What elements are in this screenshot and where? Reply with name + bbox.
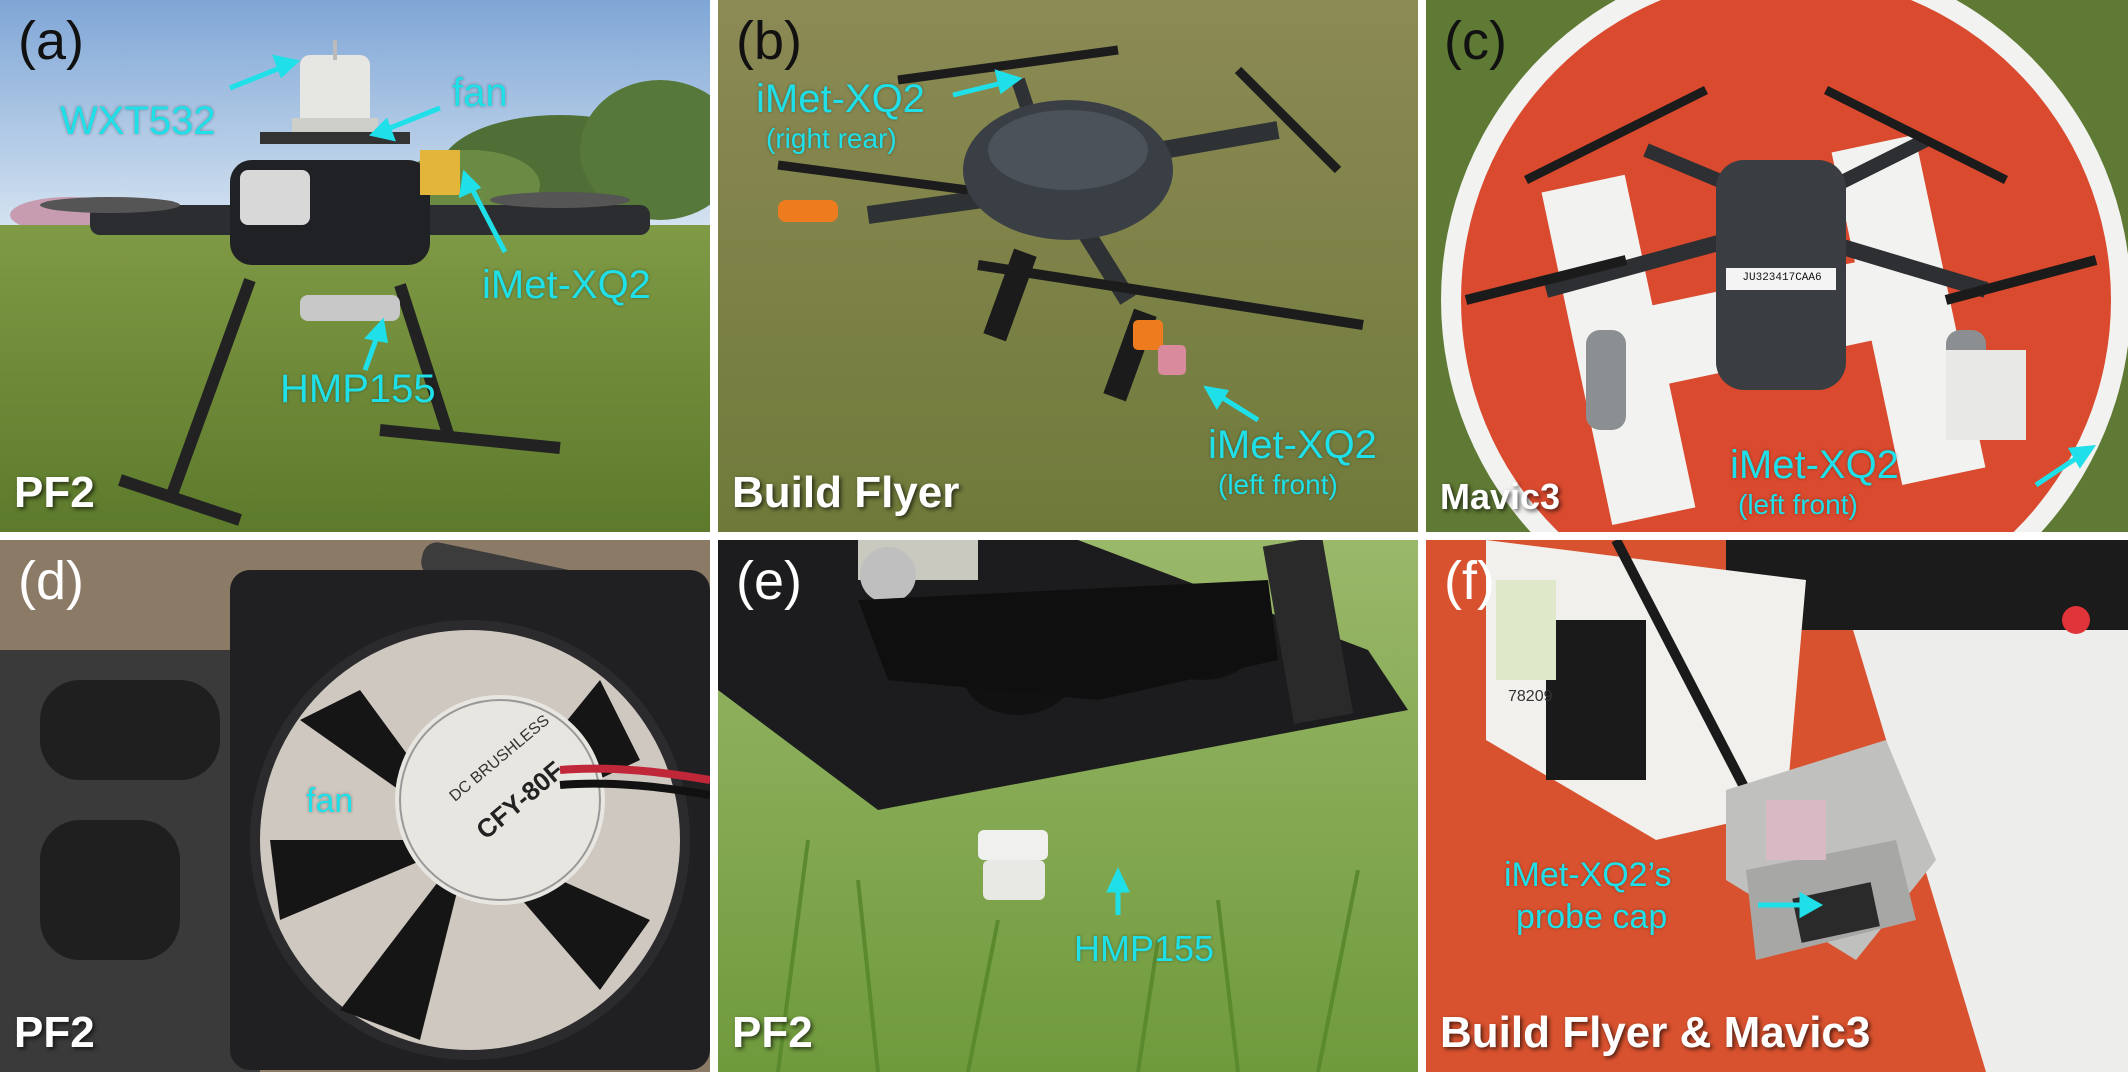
panel-a-photo	[0, 0, 710, 532]
panel-e-letter: (e)	[736, 551, 802, 611]
panel-c-label-imet-xq2: iMet-XQ2	[1730, 443, 1899, 487]
panel-e: (e) HMP155 PF2	[718, 540, 1418, 1072]
panel-f-letter: (f)	[1444, 551, 1495, 611]
panel-c-letter: (c)	[1444, 11, 1507, 71]
panel-a-label-hmp155: HMP155	[280, 367, 436, 411]
panel-c-label-imet-sub: (left front)	[1738, 489, 1858, 520]
panel-d-letter: (d)	[18, 551, 84, 611]
panel-f-photo	[1426, 540, 2128, 1072]
panel-b-label-rear: iMet-XQ2	[756, 77, 925, 121]
panel-c-photo	[1426, 0, 2128, 532]
panel-f-caption: Build Flyer & Mavic3	[1440, 1008, 1871, 1057]
panel-a-label-wxt532: WXT532	[60, 99, 216, 143]
panel-e-caption: PF2	[732, 1008, 813, 1057]
panel-c: JU323417CAA6 (c) iMet-XQ2 (left front) M…	[1426, 0, 2128, 532]
panel-a-label-fan: fan	[452, 71, 508, 115]
panel-c-drone-serial: JU323417CAA6	[1742, 272, 1822, 284]
panel-d-caption: PF2	[14, 1008, 95, 1057]
panel-b-photo	[718, 0, 1418, 532]
panel-b-caption: Build Flyer	[732, 468, 960, 517]
panel-f-sticker-number: 78209	[1508, 688, 1553, 705]
panel-a-label-imet-xq2: iMet-XQ2	[482, 263, 651, 307]
panel-b-label-rear-sub: (right rear)	[766, 123, 897, 154]
panel-b-letter: (b)	[736, 11, 802, 71]
panel-b: (b) iMet-XQ2 (right rear) iMet-XQ2 (left…	[718, 0, 1418, 532]
panel-f-label-line2: probe cap	[1516, 898, 1668, 936]
panel-f: 78209 (f) iMet-XQ2’s probe cap Build Fly…	[1426, 540, 2128, 1072]
panel-e-photo	[718, 540, 1418, 1072]
panel-a: (a) WXT532 fan iMet-XQ2 HMP155 PF2	[0, 0, 710, 532]
panel-d-label-fan: fan	[306, 782, 354, 820]
panel-f-label-line1: iMet-XQ2’s	[1504, 856, 1672, 894]
panel-b-label-front: iMet-XQ2	[1208, 423, 1377, 467]
panel-e-label-hmp155: HMP155	[1074, 928, 1215, 969]
panel-d-photo	[0, 540, 710, 1072]
panel-a-letter: (a)	[18, 11, 84, 71]
panel-d: DC BRUSHLESS CFY-80F (d) fan PF2	[0, 540, 710, 1072]
panel-b-label-front-sub: (left front)	[1218, 469, 1338, 500]
panel-a-caption: PF2	[14, 468, 95, 517]
panel-c-caption: Mavic3	[1440, 476, 1561, 517]
